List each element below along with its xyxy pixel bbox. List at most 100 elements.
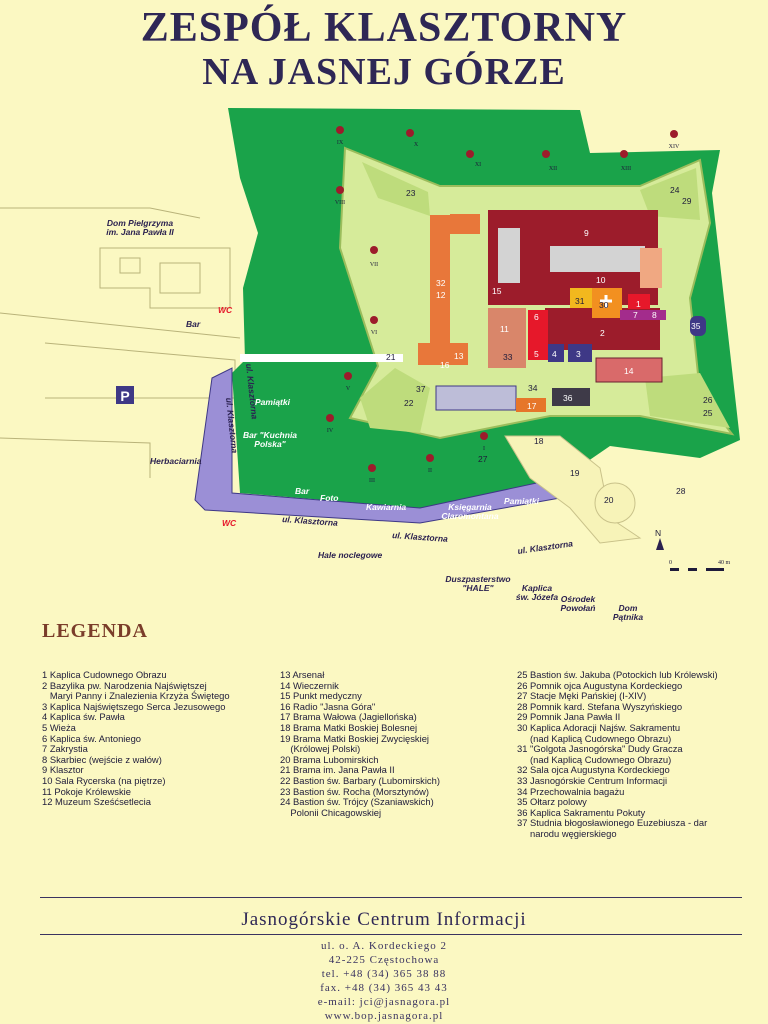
num-1: 1 [636, 299, 641, 309]
street-label-3: ul. Klasztorna [282, 514, 339, 528]
num-32: 32 [436, 278, 446, 288]
station-10: X [414, 142, 419, 148]
label-sw-jozefa: św. Józefa [516, 592, 558, 602]
footer-email[interactable]: e-mail: jci@jasnagora.pl [317, 996, 451, 1008]
footer-divider-bottom [40, 934, 742, 935]
station-13: XIII [621, 166, 631, 172]
building-1 [628, 294, 650, 309]
num-10: 10 [596, 275, 606, 285]
label-dom-pielgrzyma-2: im. Jana Pawła II [106, 227, 174, 237]
num-26: 26 [703, 395, 713, 405]
monastery-courtyard-2 [550, 246, 645, 272]
legend-item: 20 Brama Lubomirskich [280, 753, 379, 765]
footer-website[interactable]: www.bop.jasnagora.pl [324, 1010, 444, 1022]
building-32 [430, 215, 450, 355]
station-14: XIV [669, 144, 680, 150]
building-4 [548, 344, 564, 362]
num-35: 35 [691, 321, 701, 331]
num-13: 13 [454, 351, 464, 361]
station-9: IX [337, 140, 344, 146]
num-20: 20 [604, 495, 614, 505]
building-10 [590, 273, 652, 288]
legend-item: 19 Brama Matki Boskiej Zwycięskiej [280, 732, 430, 744]
label-ksiegarnia: Księgarnia [448, 502, 492, 512]
footer-fax: fax. +48 (34) 365 43 43 [320, 982, 448, 994]
num-34: 34 [528, 383, 538, 393]
num-9: 9 [584, 228, 589, 238]
label-wc-2: WC [222, 518, 237, 528]
num-6: 6 [534, 312, 539, 322]
building-36 [552, 388, 590, 406]
label-foto: Foto [320, 493, 338, 503]
legend-item: narodu węgierskiego [517, 827, 617, 839]
legend-item: 25 Bastion św. Jakuba (Potockich lub Kró… [517, 669, 718, 680]
parking-icon [116, 386, 134, 404]
label-patnika: Pątnika [613, 612, 644, 622]
building-3 [568, 344, 592, 362]
legend-item: 33 Jasnogórskie Centrum Informacji [517, 774, 668, 786]
legend-item: 28 Pomnik kard. Stefana Wyszyńskiego [517, 700, 683, 712]
num-14: 14 [624, 366, 634, 376]
legend-item: 37 Studnia błogosławionego Euzebiusza - … [517, 817, 708, 829]
num-23: 23 [406, 188, 416, 198]
north-arrow-icon [656, 538, 664, 550]
label-bar-kuchnia: Bar "Kuchnia [243, 430, 297, 440]
footer-address-1: ul. o. A. Kordeckiego 2 [321, 940, 447, 952]
num-4: 4 [552, 349, 557, 359]
monastery-map[interactable]: P I II III IV V VI VII VIII [0, 98, 768, 638]
label-dom-pielgrzyma: Dom Pielgrzyma [107, 218, 173, 228]
lubomirski-gate-area [594, 482, 636, 524]
num-22: 22 [404, 398, 414, 408]
legend-item: Maryi Panny i Znalezienia Krzyża Święteg… [42, 690, 230, 702]
num-17: 17 [527, 401, 537, 411]
cross-icon [600, 295, 612, 308]
num-24: 24 [670, 185, 680, 195]
building-14 [595, 357, 663, 383]
legend-item: 12 Muzeum Sześćsetlecia [42, 796, 151, 808]
num-25: 25 [703, 408, 713, 418]
monastery-courtyard-1 [498, 228, 520, 283]
gate-21-passage [240, 354, 403, 362]
stations-way-of-cross [326, 126, 678, 472]
altar-35 [690, 316, 706, 336]
legend-column-3: 25 Bastion św. Jakuba (Potockich lub Kró… [517, 669, 718, 840]
label-bar-left: Bar [186, 319, 201, 329]
legend-item: Polonii Chicagowskiej [280, 806, 382, 818]
footer-title: Jasnogórskie Centrum Informacji [241, 909, 527, 930]
num-8: 8 [652, 310, 657, 320]
num-18: 18 [534, 436, 544, 446]
building-6-5 [528, 310, 548, 360]
legend-item: 14 Wieczernik [280, 679, 339, 691]
legend-item: 3 Kaplica Najświętszego Serca Jezusowego [42, 700, 226, 712]
legend-item: 35 Ołtarz polowy [517, 796, 587, 808]
label-dom: Dom [619, 603, 638, 613]
num-36: 36 [563, 393, 573, 403]
bastion-jakuba [645, 373, 730, 428]
legend-item: 27 Stacje Męki Pańskiej (I-XIV) [517, 690, 647, 702]
label-osrodek: Ośrodek [561, 594, 597, 604]
label-wc-1: WC [218, 305, 233, 315]
street-label-5: ul. Klasztorna [517, 538, 574, 556]
legend-item: 9 Klasztor [42, 764, 84, 776]
legend-item: 6 Kaplica św. Antoniego [42, 732, 142, 744]
legend-item: 1 Kaplica Cudownego Obrazu [42, 669, 167, 680]
legend-item: 34 Przechowalnia bagażu [517, 785, 625, 797]
building-7-8 [620, 310, 666, 320]
legend-item: 8 Skarbiec (wejście z wałów) [42, 753, 162, 765]
page-subtitle: NA JASNEJ GÓRZE [202, 51, 566, 93]
building-34-passage [435, 385, 517, 411]
legend-item: 32 Sala ojca Augustyna Kordeckiego [517, 764, 670, 776]
legend-item: (nad Kaplicą Cudownego Obrazu) [517, 732, 672, 744]
building-13 [418, 343, 468, 365]
num-33: 33 [503, 352, 513, 362]
station-12: XII [549, 166, 557, 172]
scale-bar [670, 568, 724, 571]
building-10-annex [640, 248, 662, 288]
num-21: 21 [386, 352, 396, 362]
num-31: 31 [575, 296, 585, 306]
bastion-trojcy [640, 168, 700, 220]
num-37: 37 [416, 384, 426, 394]
legend-item: 7 Zakrystia [42, 743, 88, 755]
label-pamiatki-1: Pamiątki [255, 397, 291, 407]
